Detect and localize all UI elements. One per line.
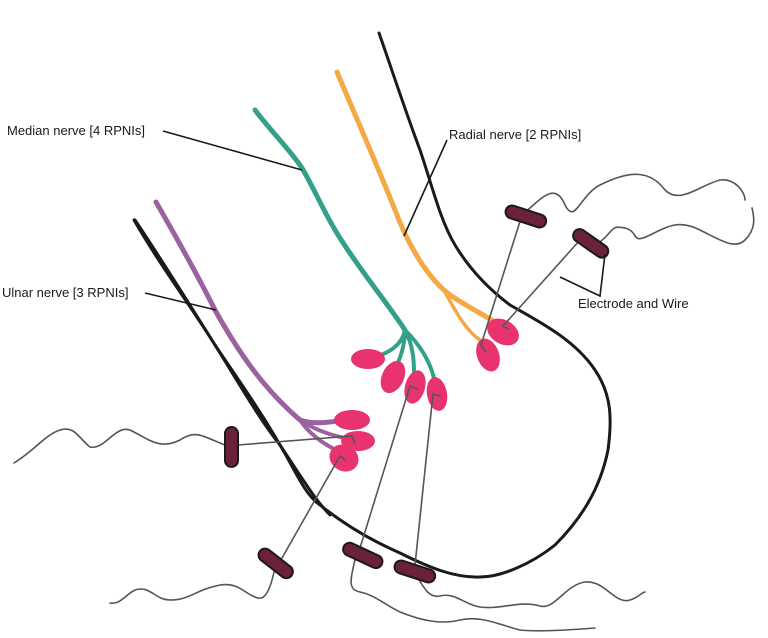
wire-radial-1 <box>502 239 581 330</box>
electrode <box>572 228 610 259</box>
electrode <box>504 204 548 229</box>
radial-nerve-label: Radial nerve [2 RPNIs] <box>449 127 581 142</box>
electrode-wires <box>13 173 755 632</box>
limb-outline-outer <box>133 31 612 579</box>
radial-leader <box>403 139 448 237</box>
limb-outline-inner <box>132 218 332 517</box>
median-nerve-branch <box>403 328 436 380</box>
electrode <box>224 426 239 468</box>
electrode <box>342 541 384 570</box>
median-leader <box>162 130 303 171</box>
rpni-median-1 <box>351 349 385 369</box>
electrode <box>393 559 437 584</box>
ulnar-rpnis <box>329 410 375 472</box>
electrode-leader <box>559 253 606 298</box>
electrode <box>257 547 294 580</box>
rpni-median-2 <box>380 360 406 394</box>
rpni-median-3 <box>404 370 426 404</box>
loose-wire <box>599 207 755 245</box>
rpni-median-4 <box>426 377 448 411</box>
wire-radial-2 <box>480 214 523 353</box>
ulnar-nerve-label: Ulnar nerve [3 RPNIs] <box>2 285 128 300</box>
wire-median-4 <box>414 393 441 566</box>
loose-wire <box>109 571 275 605</box>
electrodes <box>224 204 610 584</box>
wire-ulnar-3 <box>281 455 346 559</box>
wire-ulnar-2 <box>237 435 356 446</box>
rpni-radial-1 <box>487 318 519 346</box>
ulnar-leader <box>144 292 217 311</box>
radial-nerve-branch <box>443 290 482 342</box>
loose-wire <box>350 559 596 632</box>
loose-wire <box>521 173 746 216</box>
radial-nerve <box>334 69 498 325</box>
loose-wire <box>417 577 646 609</box>
median-nerve-label: Median nerve [4 RPNIs] <box>7 123 145 138</box>
rpni-ulnar-3 <box>329 444 359 472</box>
loose-wire <box>13 428 226 464</box>
median-nerve <box>252 107 408 333</box>
ulnar-nerve <box>153 199 348 426</box>
wire-median-3 <box>359 385 418 549</box>
rpni-ulnar-1 <box>334 410 370 430</box>
radial-rpnis <box>476 318 519 372</box>
electrode-label: Electrode and Wire <box>578 296 689 311</box>
